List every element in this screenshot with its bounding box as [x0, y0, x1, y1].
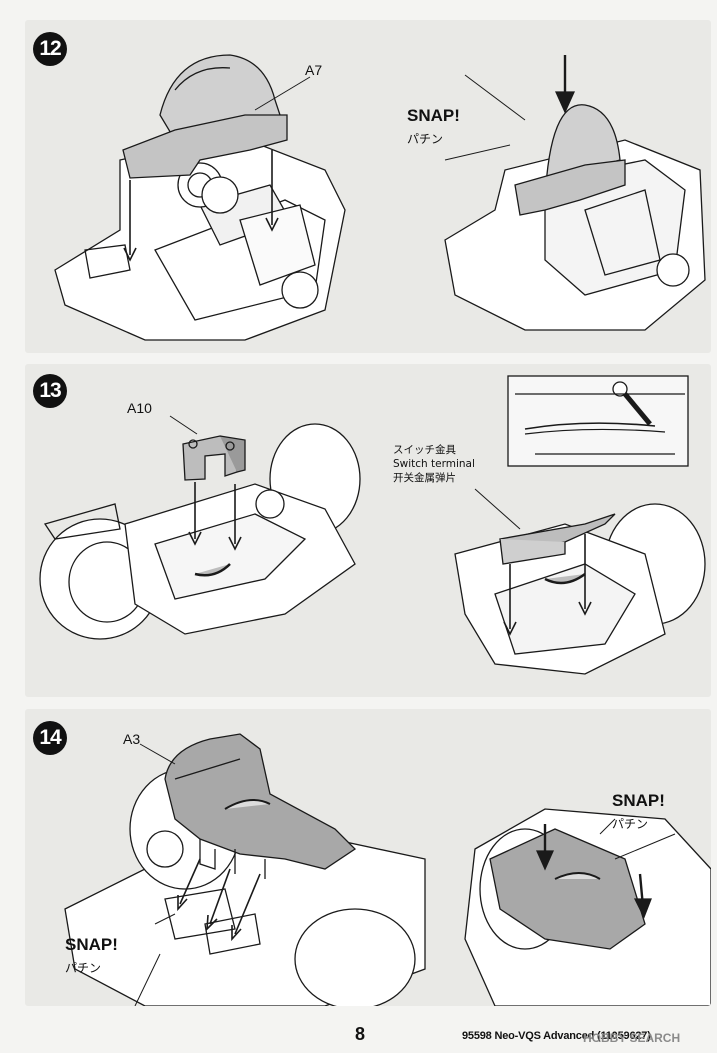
snap-label-right-jp: パチン	[612, 817, 649, 831]
step-12-number-badge: 12	[33, 32, 67, 66]
page-number: 8	[355, 1024, 366, 1044]
step-13-illustration	[39, 375, 706, 675]
step-13-panel: 13 A10 スイッチ金具 Switch terminal 开关金属弹片	[25, 364, 711, 697]
snap-label-jp: パチン	[407, 132, 444, 146]
hobby-search-watermark: HOBBY SEARCH	[583, 1031, 681, 1045]
snap-label-right: SNAP!	[612, 791, 665, 810]
step-14-panel: 14 A3 SNAP! パチン SNAP! パチン	[25, 709, 711, 1006]
snap-label-left-jp: パチン	[65, 961, 102, 975]
step-12-illustration	[54, 54, 706, 341]
part-label-a10: A10	[127, 400, 152, 416]
part-label-a3: A3	[123, 731, 141, 747]
step-14-number-badge: 14	[33, 721, 67, 755]
snap-label-left: SNAP!	[65, 935, 118, 954]
part-label-a7: A7	[305, 62, 323, 78]
step-14-illustration	[64, 733, 711, 1006]
switch-terminal-label-cn: 开关金属弹片	[393, 472, 456, 484]
step-13-number-badge: 13	[33, 374, 67, 408]
product-code: 95598 Neo-VQS Advanced (11059627)	[462, 1030, 651, 1042]
snap-label: SNAP!	[407, 106, 460, 125]
step-12-panel: 12 A7 SNAP! パチン	[25, 20, 711, 353]
switch-terminal-label-en: Switch terminal	[393, 458, 475, 470]
switch-terminal-label-jp: スイッチ金具	[393, 444, 456, 456]
